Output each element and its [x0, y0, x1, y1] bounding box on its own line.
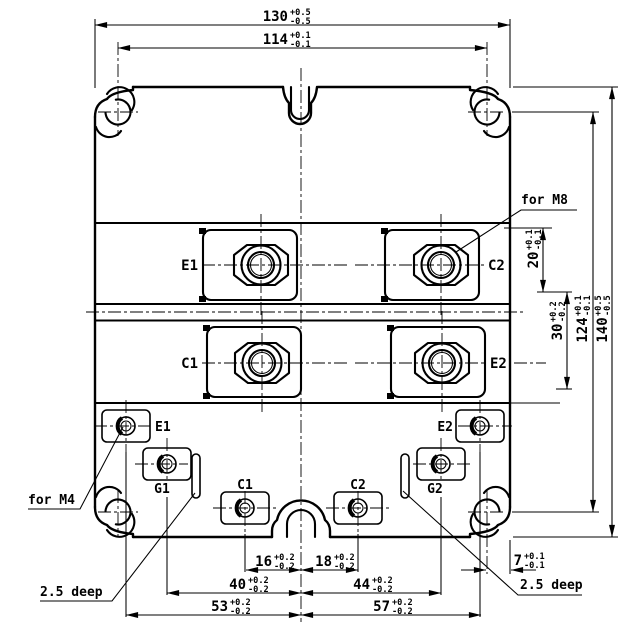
svg-text:140: 140 [595, 317, 611, 342]
svg-text:18: 18 [315, 554, 332, 570]
svg-text:-0.1: -0.1 [534, 229, 544, 250]
svg-text:+0.1: +0.1 [574, 295, 584, 316]
svg-text:+0.5: +0.5 [290, 8, 311, 18]
centerlines [86, 42, 524, 622]
corner-cut-top-right [468, 85, 512, 119]
svg-text:+0.2: +0.2 [392, 598, 413, 608]
main-terminal-c2 [355, 214, 484, 316]
svg-text:44: 44 [353, 577, 370, 593]
dim-40-text: 40 +0.2 -0.2 [229, 576, 269, 595]
mount-hole-open-circle [473, 498, 501, 526]
depth-slot-left [191, 453, 201, 499]
leader-for-m8: for M8 [455, 193, 577, 253]
mount-hole-open-circle [104, 498, 132, 526]
label-aux-e1: E1 [155, 420, 171, 435]
note-for-m4: for M4 [28, 493, 75, 508]
dim-53-text: 53 +0.2 -0.2 [211, 598, 251, 617]
aux-terminal-c1 [213, 491, 277, 572]
svg-text:-0.2: -0.2 [558, 301, 568, 322]
dim-130-text: 130 +0.5 -0.5 [263, 8, 311, 27]
dim-7-text: 7 +0.1 -0.1 [514, 552, 545, 571]
dim-57-text: 57 +0.2 -0.2 [373, 598, 413, 617]
note-deep-left: 2.5 deep [40, 585, 103, 600]
aux-terminal-g2 [413, 438, 473, 595]
corner-mount-hole-top-right [469, 86, 511, 139]
svg-text:-0.1: -0.1 [290, 40, 311, 50]
svg-text:53: 53 [211, 599, 228, 615]
corner-cut-bottom-right [468, 505, 512, 539]
aux-terminal-g1 [135, 438, 192, 595]
svg-text:114: 114 [263, 32, 288, 48]
mount-hole-open-circle [473, 98, 501, 126]
leader-deep-left: 2.5 deep [40, 492, 196, 602]
note-deep-right: 2.5 deep [520, 578, 583, 593]
aux-terminal-c2 [326, 491, 390, 572]
label-main-e2: E2 [490, 356, 507, 372]
dim-16-text: 16 +0.2 -0.2 [255, 553, 295, 572]
label-aux-c2: C2 [350, 478, 366, 493]
label-aux-g1: G1 [154, 482, 170, 497]
depth-slot-right [400, 453, 410, 499]
dimension-lines [94, 22, 615, 618]
dim-44-text: 44 +0.2 -0.2 [353, 576, 393, 595]
dim-124-text: 124 +0.1 -0.1 [574, 295, 593, 342]
label-aux-g2: G2 [427, 482, 443, 497]
leader-deep-right: 2.5 deep [402, 490, 583, 596]
svg-text:+0.5: +0.5 [594, 295, 604, 316]
label-aux-c1: C1 [237, 478, 253, 493]
label-main-e1: E1 [181, 258, 198, 274]
aux-terminal-e1 [94, 400, 151, 617]
aux-terminal-e2 [455, 400, 512, 617]
svg-text:-0.2: -0.2 [334, 562, 355, 572]
svg-text:-0.5: -0.5 [603, 295, 613, 316]
svg-text:16: 16 [255, 554, 272, 570]
svg-text:+0.1: +0.1 [524, 552, 545, 562]
svg-text:7: 7 [514, 553, 522, 569]
main-terminal-e1 [199, 214, 350, 316]
corner-cut-top-left [93, 85, 135, 119]
mount-hole-open-circle [104, 98, 132, 126]
svg-text:130: 130 [263, 9, 288, 25]
svg-text:124: 124 [575, 317, 591, 342]
svg-text:+0.2: +0.2 [248, 576, 269, 586]
svg-text:+0.2: +0.2 [274, 553, 295, 563]
extension-lines [94, 19, 618, 574]
svg-text:+0.2: +0.2 [549, 301, 559, 322]
svg-text:+0.2: +0.2 [230, 598, 251, 608]
corner-mount-hole-bottom-right [469, 485, 511, 538]
svg-text:+0.1: +0.1 [290, 31, 311, 41]
svg-text:-0.2: -0.2 [392, 607, 413, 617]
label-main-c1: C1 [181, 356, 198, 372]
svg-text:-0.1: -0.1 [583, 295, 593, 316]
svg-text:+0.2: +0.2 [334, 553, 355, 563]
svg-text:-0.2: -0.2 [372, 585, 393, 595]
main-terminal-c1 [202, 311, 350, 413]
svg-text:-0.2: -0.2 [230, 607, 251, 617]
svg-text:57: 57 [373, 599, 390, 615]
label-aux-e2: E2 [437, 420, 453, 435]
svg-text:30: 30 [550, 324, 566, 341]
label-main-c2: C2 [488, 258, 505, 274]
dim-140-text: 140 +0.5 -0.5 [594, 295, 613, 342]
svg-text:20: 20 [526, 252, 542, 269]
svg-text:40: 40 [229, 577, 246, 593]
corner-mount-hole-top-left [94, 86, 136, 139]
corner-mount-hole-bottom-left [94, 485, 136, 538]
dim-114-text: 114 +0.1 -0.1 [263, 31, 311, 50]
dim-18-text: 18 +0.2 -0.2 [315, 553, 355, 572]
main-terminal-e2 [355, 311, 546, 413]
dim-20-text: 20 +0.1 -0.1 [525, 229, 544, 268]
svg-text:+0.2: +0.2 [372, 576, 393, 586]
svg-text:-0.2: -0.2 [274, 562, 295, 572]
dim-30-text: 30 +0.2 -0.2 [549, 301, 568, 340]
svg-text:-0.1: -0.1 [524, 561, 545, 571]
svg-text:-0.2: -0.2 [248, 585, 269, 595]
note-for-m8: for M8 [521, 193, 568, 208]
leader-for-m4: for M4 [28, 426, 124, 510]
svg-text:+0.1: +0.1 [525, 229, 535, 250]
corner-cut-bottom-left [93, 505, 135, 539]
top-center-notch [281, 85, 319, 126]
svg-text:-0.5: -0.5 [290, 17, 311, 27]
